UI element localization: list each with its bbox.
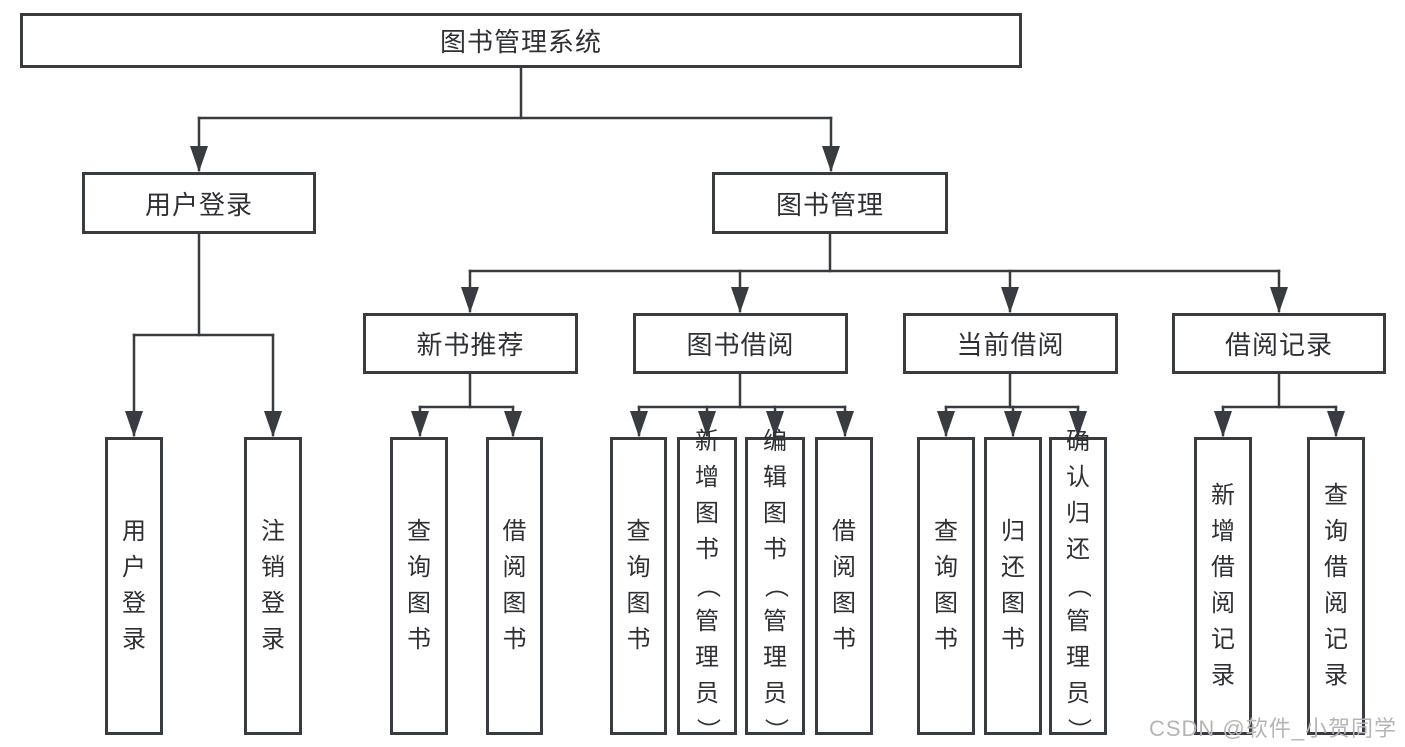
leaf-return-book: 归还图书 bbox=[984, 437, 1042, 735]
leaf-query-books-current: 查询图书 bbox=[917, 437, 975, 735]
leaf-query-borrow-record: 查询借阅记录 bbox=[1307, 437, 1365, 735]
leaf-add-book-admin: 新增图书（管理员） bbox=[677, 430, 737, 742]
node-current-borrow: 当前借阅 bbox=[903, 313, 1118, 374]
node-book-management: 图书管理 bbox=[712, 172, 948, 234]
leaf-add-borrow-record: 新增借阅记录 bbox=[1194, 437, 1252, 735]
node-user-login: 用户登录 bbox=[82, 172, 316, 234]
leaf-edit-book-admin: 编辑图书（管理员） bbox=[745, 430, 805, 742]
leaf-borrow-books: 借阅图书 bbox=[815, 437, 873, 735]
leaf-borrow-books-recommend: 借阅图书 bbox=[486, 437, 543, 735]
leaf-query-books-recommend: 查询图书 bbox=[390, 437, 448, 735]
leaf-query-books-borrow: 查询图书 bbox=[610, 437, 667, 735]
csdn-watermark: CSDN @软件_小贺同学 bbox=[1148, 716, 1397, 741]
node-borrow-records: 借阅记录 bbox=[1172, 313, 1386, 374]
node-root: 图书管理系统 bbox=[20, 13, 1022, 68]
node-book-borrow: 图书借阅 bbox=[633, 313, 848, 374]
leaf-user-login: 用户登录 bbox=[105, 437, 163, 735]
leaf-logout: 注销登录 bbox=[244, 437, 302, 735]
node-new-book-recommend: 新书推荐 bbox=[363, 313, 578, 374]
leaf-confirm-return-admin: 确认归还（管理员） bbox=[1049, 430, 1107, 742]
